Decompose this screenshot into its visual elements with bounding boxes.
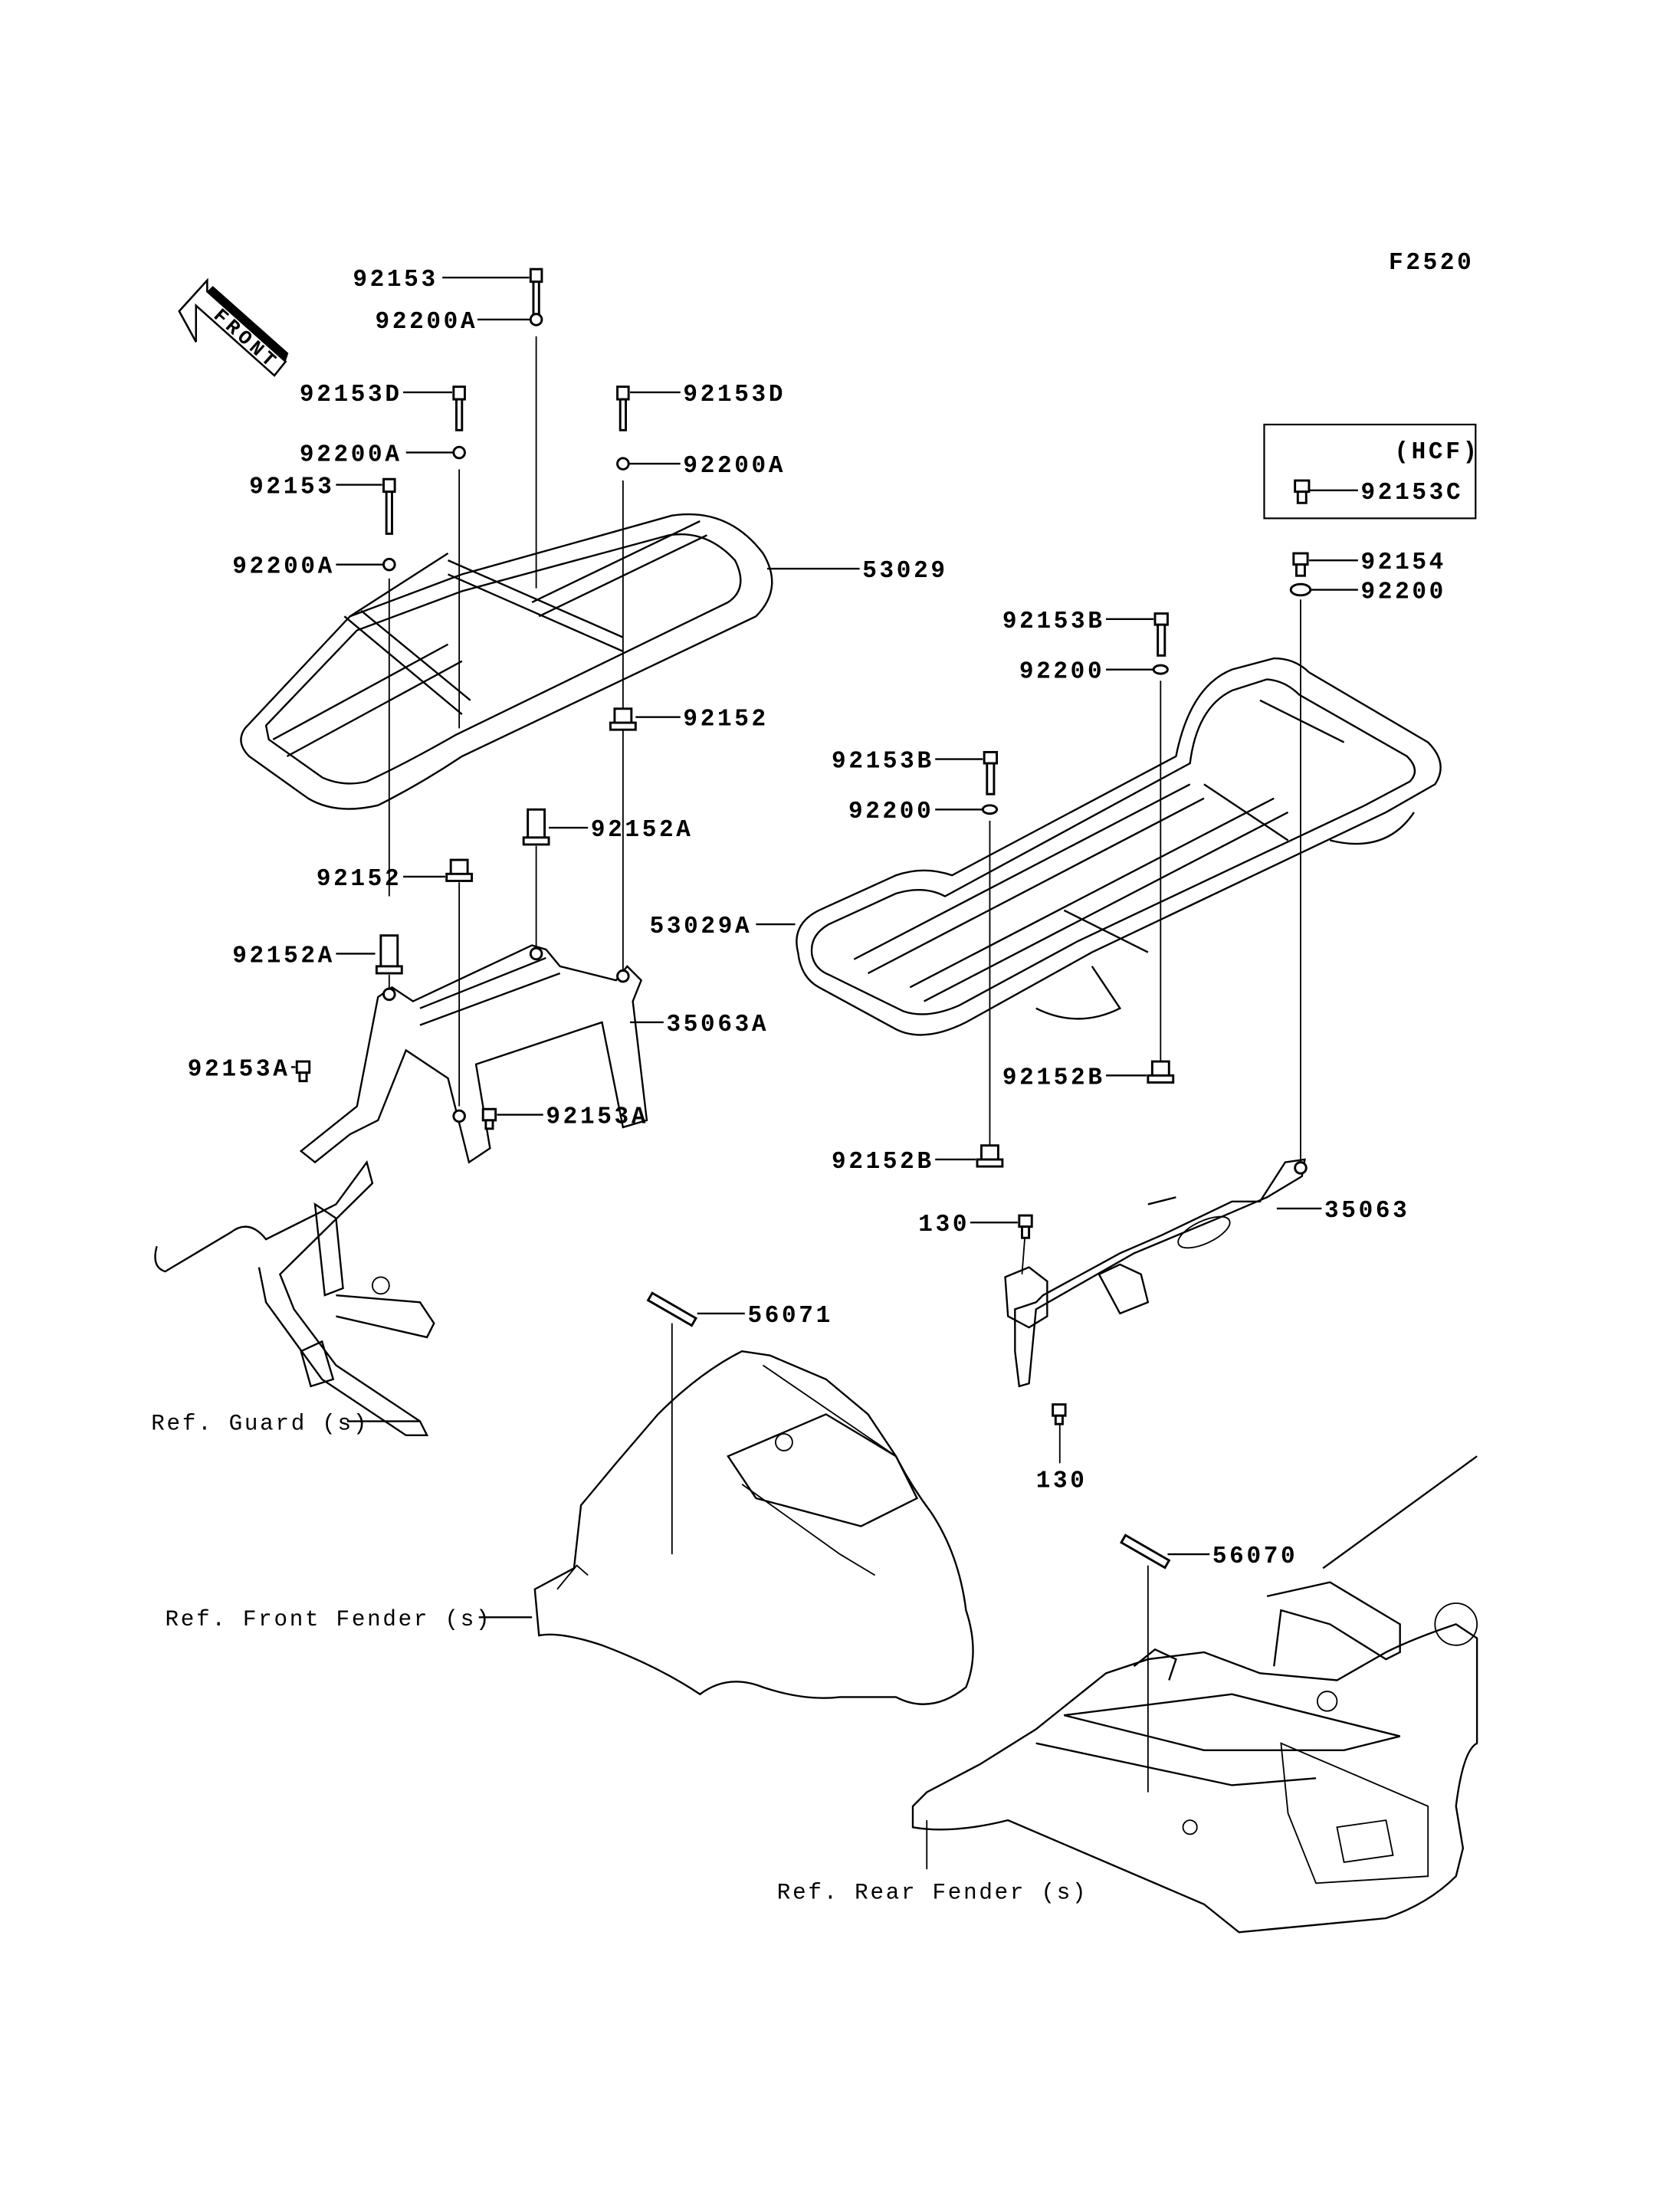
ref-front-fender: Ref. Front Fender (s) [166,1607,492,1632]
callout-92152-left: 92152 [317,866,402,893]
washer-92200-top [1289,582,1312,597]
ref-rear-fender: Ref. Rear Fender (s) [777,1880,1088,1905]
collar-92152a-left [375,934,403,975]
bolt-92153-left [382,477,396,535]
callout-92153-left: 92153 [249,474,334,500]
callout-92200a-top: 92200A [376,309,478,336]
callout-92200-top: 92200 [1361,579,1446,605]
rear-fender-reference-part [911,1455,1478,1934]
ref-guard: Ref. Guard (s) [151,1412,369,1437]
washer-92200-upper [1152,664,1169,675]
callout-92152b-left: 92152B [832,1149,934,1176]
hcf-box: (HCF) 92153C [1263,423,1479,520]
callout-92153b-upper: 92153B [1002,608,1105,635]
label-56070 [1120,1533,1171,1570]
guard-reference-part [154,1160,435,1437]
callout-92153d-left: 92153D [300,382,402,408]
collar-92152b-right [1147,1060,1175,1084]
hcf-title: (HCF) [1394,439,1479,466]
callout-92152a-left: 92152A [232,943,335,969]
bracket-35063 [1004,1158,1308,1388]
callout-92152a-mid: 92152A [591,817,694,844]
bolt-92153b-upper [1153,612,1169,657]
bolt-92154 [1292,552,1309,577]
collar-92152-left [445,858,474,882]
bolt-92153d-left [452,385,466,431]
bolt-92153-top [529,267,543,325]
callout-92200a-right: 92200A [683,453,786,480]
bolt-92153d-right [616,385,630,431]
callout-53029a: 53029A [650,914,753,940]
bolt-icon [1294,479,1311,504]
callout-92154: 92154 [1361,549,1446,576]
callout-130-upper: 130 [918,1212,970,1238]
hcf-part-label: 92153C [1361,480,1464,507]
front-fender-reference-part [533,1350,974,1705]
callout-92200-upper: 92200 [1019,659,1104,686]
front-carrier-53029 [240,513,773,810]
callout-53029: 53029 [862,558,947,585]
bolt-92153a-left [295,1060,311,1083]
callout-92153d-right: 92153D [683,382,786,408]
callout-92153-top: 92153 [353,267,438,294]
washer-92200-lower [981,804,999,815]
bolt-92153b-lower [983,750,999,795]
collar-92152b-left [976,1144,1004,1168]
callout-92200a-leftmost: 92200A [232,554,335,581]
callout-92153b-lower: 92153B [832,748,934,775]
label-56071 [646,1291,698,1327]
callout-92153a-left: 92153A [188,1056,290,1083]
collar-92152-right [609,707,637,731]
callout-92200a-left: 92200A [300,441,402,468]
callout-56071: 56071 [747,1303,832,1330]
washer-92200a-right [616,457,630,471]
washer-92200a-top [529,313,543,326]
front-arrow-icon: FRONT [178,277,289,377]
callout-92152-right: 92152 [683,707,768,733]
callout-92152b-right: 92152B [1002,1064,1105,1091]
bracket-35063a [299,944,648,1164]
callout-56070: 56070 [1212,1543,1298,1570]
callout-35063a: 35063A [666,1012,769,1038]
bolt-130-lower [1052,1403,1067,1425]
washer-92200a-left [452,445,466,460]
bolt-130-upper [1018,1214,1033,1239]
figure-code: F2520 [1389,250,1474,277]
callout-92200-lower: 92200 [848,799,934,825]
rear-carrier-53029a [796,657,1442,1036]
callout-92153a-right: 92153A [546,1104,648,1130]
bolt-92153a-right [481,1107,497,1130]
washer-92200a-leftmost [382,557,396,572]
collar-92152a-mid [522,808,550,846]
callout-130-lower: 130 [1036,1468,1088,1494]
callout-35063: 35063 [1324,1198,1409,1225]
